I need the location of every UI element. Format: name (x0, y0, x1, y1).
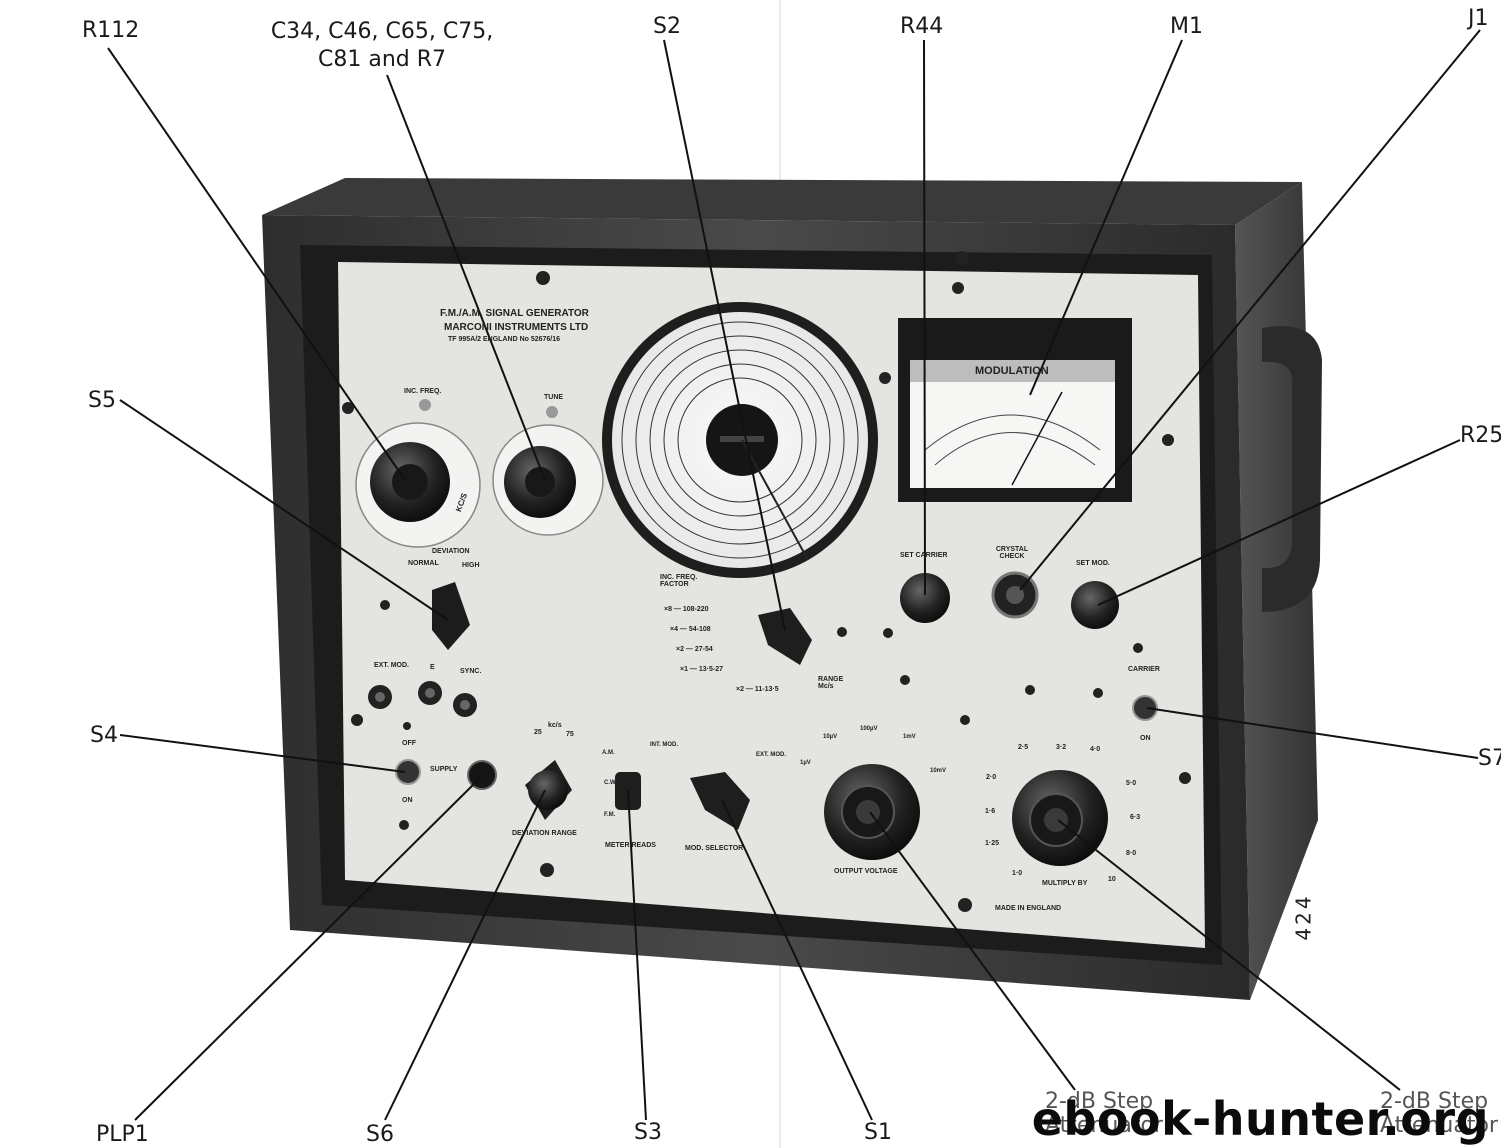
crystal-check-label: CRYSTAL CHECK (995, 546, 1029, 560)
callout-c34-line2: C81 and R7 (317, 46, 446, 72)
mult-scale-label: 2·5 (1018, 744, 1029, 751)
range-row: ×2 — 11-13·5 (736, 686, 779, 693)
output-scale-label: 100µV (860, 726, 878, 732)
inc-freq-factor-label: INC. FREQ. FACTOR (660, 574, 698, 588)
watermark: ebook-hunter.org (1031, 1092, 1489, 1146)
output-scale-label: 1µV (800, 760, 811, 766)
callout-s6: S6 (366, 1122, 394, 1147)
set-mod-label: SET MOD. (1076, 560, 1110, 567)
range-label: RANGE Mc/s (818, 676, 844, 690)
range-row: ×8 — 108-220 (664, 606, 709, 613)
callout-attenuator-1: 2-dB Step Attenuator (1045, 1089, 1163, 1139)
mult-scale-label: 1·25 (985, 840, 1000, 847)
range-row: ×2 — 27-54 (676, 646, 713, 653)
mult-scale-label: 10 (1108, 876, 1116, 883)
made-in-england-label: MADE IN ENGLAND (995, 905, 1062, 912)
leader-lines (107, 29, 1481, 1121)
carrier-toggle (1132, 695, 1158, 721)
callout-attenuator-1-line1: 2-dB Step (1045, 1089, 1154, 1114)
side-number: 424 (1291, 893, 1316, 941)
mult-scale-label: 4·0 (1090, 746, 1101, 753)
multiply-by-label: MULTIPLY BY (1042, 880, 1088, 887)
ext-mod-label: EXT. MOD. (374, 662, 410, 669)
callout-c34-group: C34, C46, C65, C75, C81 and R7 (262, 18, 502, 73)
callout-r25: R25 (1460, 423, 1501, 448)
output-voltage-label: OUTPUT VOLTAGE (834, 868, 898, 875)
mod-selector-knob (690, 772, 750, 830)
callout-r44: R44 (900, 14, 944, 39)
modulation-label: MODULATION (975, 365, 1049, 377)
on-label: ON (402, 797, 413, 804)
deviation-switch (432, 582, 470, 650)
set-carrier-knob (900, 573, 950, 623)
callout-attenuator-2-line1: 2-dB Step (1380, 1089, 1489, 1114)
normal-label: NORMAL (408, 560, 439, 567)
mult-scale-label: 1·6 (985, 808, 996, 815)
callout-plp1: PLP1 (96, 1122, 149, 1147)
dev-75-label: 75 (566, 731, 574, 738)
callout-s5: S5 (88, 388, 116, 413)
panel-title-1: F.M./A.M. SIGNAL GENERATOR (440, 308, 589, 319)
deviation-range-label: DEVIATION RANGE (512, 830, 577, 837)
mod-selector-label: MOD. SELECTOR (685, 845, 744, 852)
mult-scale-label: 3·2 (1056, 744, 1067, 751)
handle (1262, 326, 1322, 612)
mult-scale-label: 1·0 (1012, 870, 1023, 877)
range-rows: ×8 — 108-220 ×4 — 54-108 ×2 — 27-54 ×1 —… (664, 606, 779, 693)
kcs-small-label: kc/s (548, 722, 562, 729)
callout-c34-line1: C34, C46, C65, C75, (270, 19, 494, 44)
tune-label: TUNE (544, 394, 564, 401)
inc-freq-label: INC. FREQ. (404, 388, 442, 395)
callout-attenuator-1-line2: Attenuator (1045, 1113, 1163, 1139)
set-mod-knob (1071, 581, 1119, 629)
output-scale-label: 10mV (930, 768, 947, 774)
callout-attenuator-2-line2: Attenuator (1380, 1113, 1498, 1139)
terminals (368, 681, 477, 717)
callout-j1: J1 (1468, 6, 1489, 31)
range-switch (758, 608, 812, 665)
callout-s1: S1 (864, 1120, 892, 1145)
supply-label: SUPPLY (430, 766, 458, 773)
range-row: ×4 — 54-108 (670, 626, 711, 633)
callout-attenuator-2: 2-dB Step Attenuator (1380, 1089, 1498, 1139)
callout-m1: M1 (1170, 14, 1203, 39)
mult-scale-label: 2·0 (986, 774, 997, 781)
panel-title-2: MARCONI INSTRUMENTS LTD (444, 322, 589, 333)
callout-s3: S3 (634, 1120, 662, 1145)
ext-mod-2-label: EXT. MOD. (756, 752, 787, 758)
cw-label: C.W. (604, 780, 617, 786)
am-label: A.M. (602, 750, 615, 756)
fm-label: F.M. (604, 812, 616, 818)
high-label: HIGH (462, 562, 480, 569)
supply-toggle (395, 759, 421, 785)
output-scale-label: 1mV (903, 734, 916, 740)
deviation-label: DEVIATION (432, 548, 470, 555)
mult-scale-label: 5·0 (1126, 780, 1137, 787)
mult-scale-label: 8·0 (1126, 850, 1137, 857)
carrier-on-label: ON (1140, 735, 1151, 742)
range-row: ×1 — 13·5-27 (680, 666, 723, 673)
callout-s7: S7 (1478, 746, 1501, 771)
mult-scale-label: 6·3 (1130, 814, 1141, 821)
callout-r112: R112 (82, 18, 140, 43)
output-scale-label: 10µV (823, 734, 838, 740)
carrier-label: CARRIER (1128, 666, 1160, 673)
int-mod-label: INT. MOD. (650, 742, 678, 748)
panel-title-3: TF 995A/2 ENGLAND No 52676/16 (448, 336, 561, 343)
off-label: OFF (402, 740, 416, 747)
dev-25-label: 25 (534, 729, 542, 736)
case-top (262, 178, 1302, 225)
sync-label: SYNC. (460, 668, 482, 675)
meter-reads-label: METER READS (605, 842, 656, 849)
set-carrier-label: SET CARRIER (900, 552, 948, 559)
callout-s4: S4 (90, 723, 118, 748)
earth-label: E (430, 664, 435, 671)
callout-s2: S2 (653, 14, 681, 39)
